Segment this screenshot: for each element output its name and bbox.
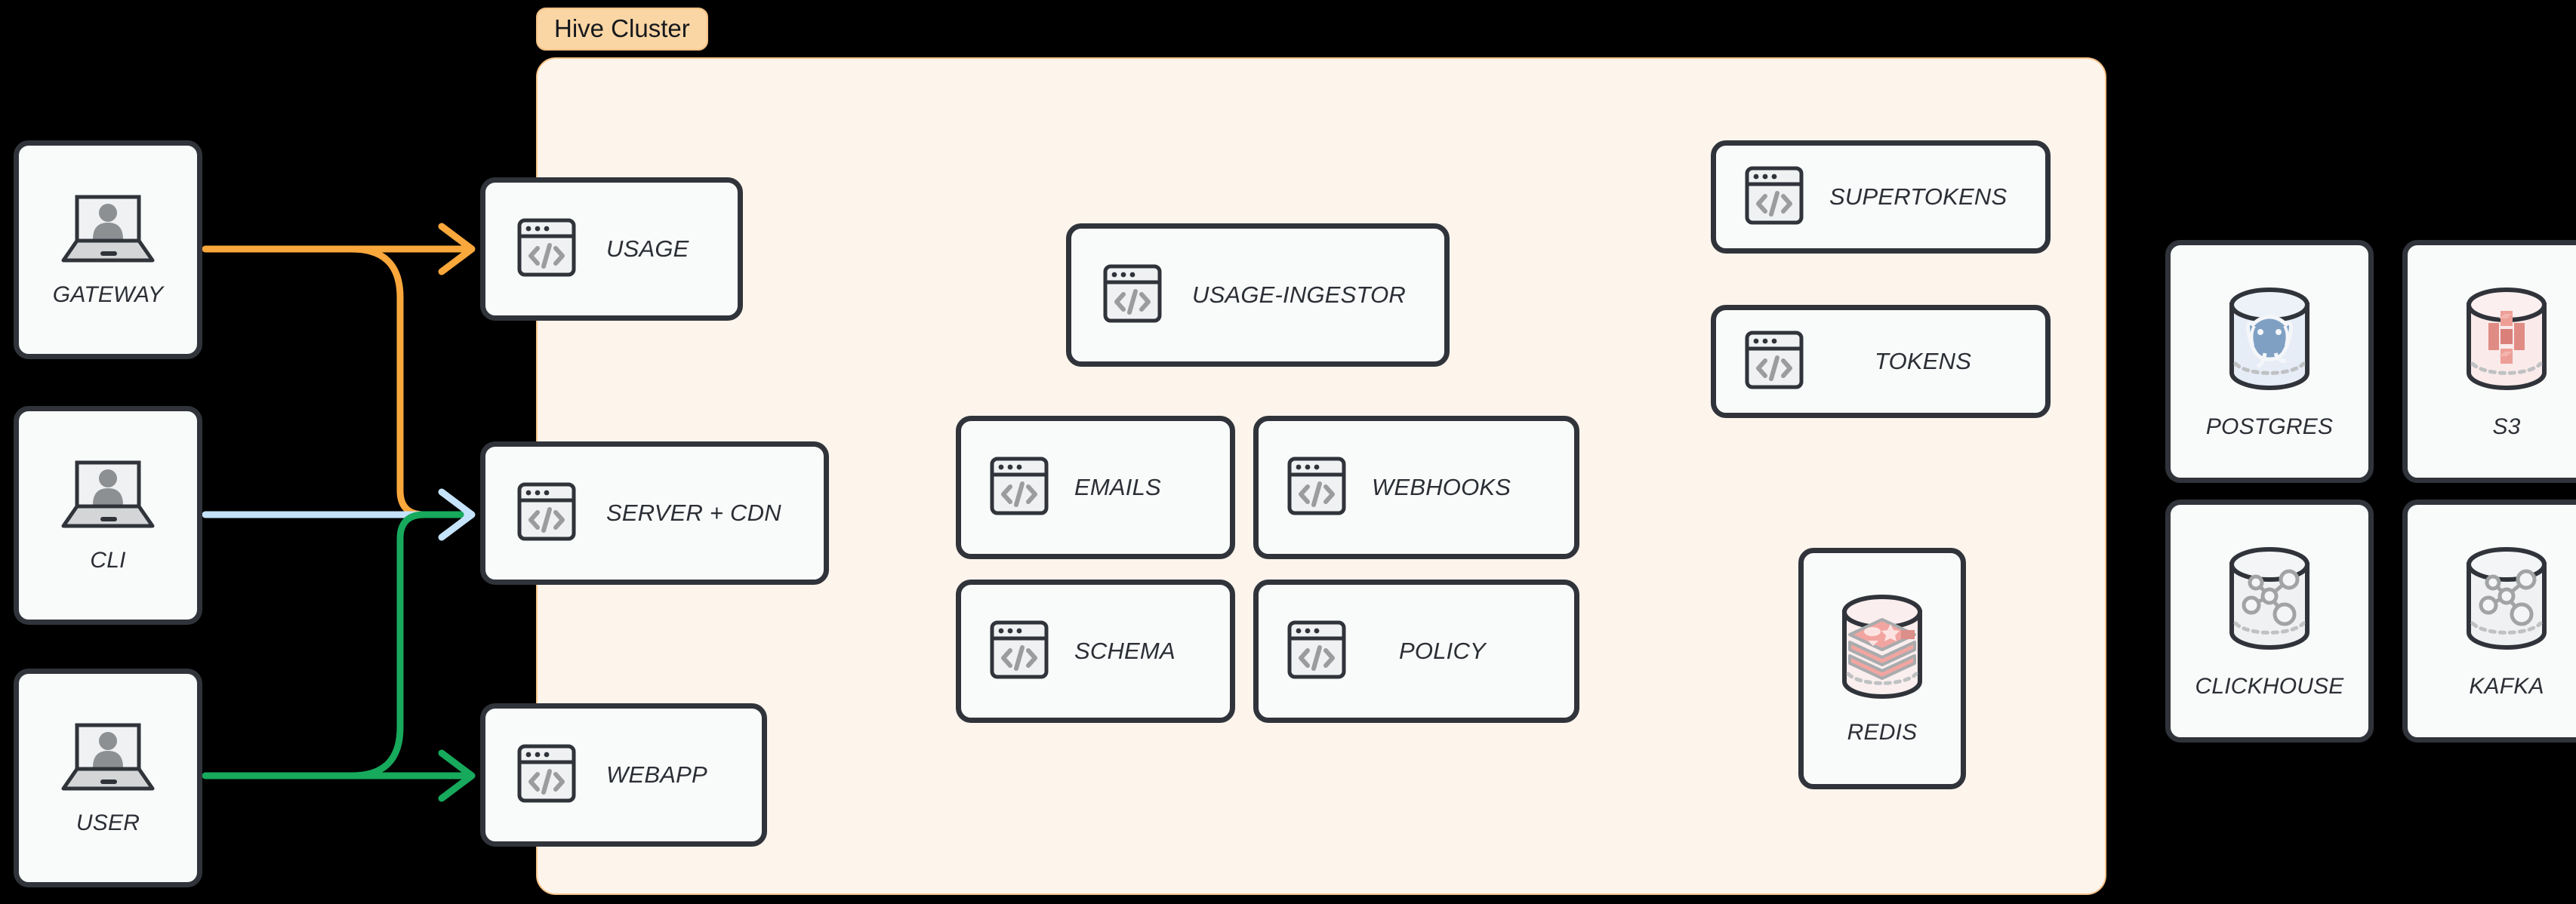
node-usage[interactable]: USAGE (480, 177, 743, 321)
node-usage-ingestor[interactable]: USAGE-INGESTOR (1066, 223, 1450, 367)
node-gateway-label: GATEWAY (52, 281, 164, 307)
node-user-label: USER (75, 810, 140, 835)
graph-cylinder-icon (2217, 543, 2322, 660)
node-schema-label: SCHEMA (1074, 638, 1176, 664)
node-cli-label: CLI (90, 547, 126, 573)
node-server-cdn-label: SERVER + CDN (606, 500, 781, 526)
graph-cylinder-icon (2454, 543, 2559, 660)
code-window-icon (1287, 457, 1346, 519)
edge-gateway-to-server-cdn (348, 245, 464, 518)
node-supertokens-label: SUPERTOKENS (1829, 183, 2007, 210)
code-window-icon (990, 457, 1049, 519)
code-window-icon (517, 218, 576, 281)
node-postgres-label: POSTGRES (2205, 414, 2334, 439)
node-usage-ingestor-label: USAGE-INGESTOR (1192, 281, 1406, 308)
node-s3-label: S3 (2492, 414, 2521, 439)
node-webhooks-label: WEBHOOKS (1372, 474, 1511, 500)
node-webhooks[interactable]: WEBHOOKS (1253, 416, 1579, 559)
laptop-user-icon (59, 458, 157, 534)
laptop-user-icon (59, 192, 157, 269)
redis-cylinder-icon (1832, 592, 1933, 706)
node-schema[interactable]: SCHEMA (956, 580, 1235, 723)
node-user[interactable]: USER (14, 669, 202, 887)
node-emails[interactable]: EMAILS (956, 416, 1235, 559)
edge-gateway-to-usage (202, 223, 476, 275)
node-policy[interactable]: POLICY (1253, 580, 1579, 723)
hive-cluster-badge: Hive Cluster (536, 8, 708, 51)
node-webapp[interactable]: WEBAPP (480, 703, 767, 847)
node-emails-label: EMAILS (1074, 474, 1161, 500)
code-window-icon (517, 482, 576, 545)
edge-user-to-webapp (202, 749, 476, 802)
s3-cylinder-icon (2454, 284, 2559, 401)
code-window-icon (1745, 331, 1804, 393)
node-postgres[interactable]: POSTGRES (2165, 240, 2374, 483)
node-kafka[interactable]: KAFKA (2402, 500, 2576, 743)
code-window-icon (1287, 620, 1346, 683)
code-window-icon (1745, 166, 1804, 229)
node-redis-label: REDIS (1847, 719, 1918, 745)
node-redis[interactable]: REDIS (1798, 548, 1966, 789)
laptop-user-icon (59, 721, 157, 797)
edge-cli-to-server-cdn (202, 488, 476, 541)
node-usage-label: USAGE (606, 235, 689, 262)
node-webapp-label: WEBAPP (606, 761, 707, 788)
node-supertokens[interactable]: SUPERTOKENS (1711, 140, 2051, 254)
node-clickhouse-label: CLICKHOUSE (2195, 673, 2344, 699)
node-tokens-label: TOKENS (1875, 348, 1972, 374)
node-s3[interactable]: S3 (2402, 240, 2576, 483)
postgres-cylinder-icon (2217, 284, 2322, 401)
node-cli[interactable]: CLI (14, 406, 202, 625)
node-kafka-label: KAFKA (2469, 673, 2544, 699)
node-tokens[interactable]: TOKENS (1711, 305, 2051, 418)
edge-user-to-server-cdn (348, 511, 464, 779)
node-policy-label: POLICY (1399, 638, 1486, 664)
code-window-icon (990, 620, 1049, 683)
code-window-icon (517, 744, 576, 807)
node-gateway[interactable]: GATEWAY (14, 140, 202, 359)
node-server-cdn[interactable]: SERVER + CDN (480, 441, 829, 585)
code-window-icon (1103, 264, 1162, 327)
node-clickhouse[interactable]: CLICKHOUSE (2165, 500, 2374, 743)
